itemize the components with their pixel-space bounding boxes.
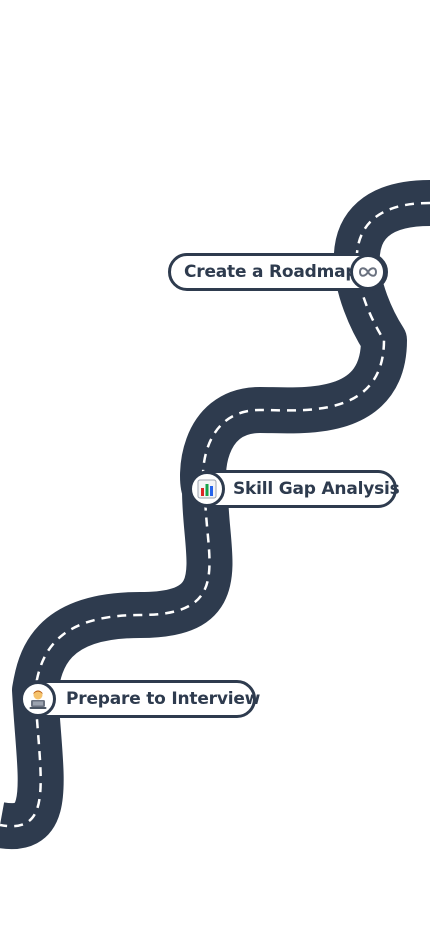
step-create-roadmap[interactable]: Create a Roadmap: [168, 253, 388, 291]
technologist-icon: [20, 681, 56, 717]
step-prepare-interview[interactable]: Prepare to Interview: [20, 680, 260, 718]
bar-chart-icon: [189, 471, 225, 507]
step-label: Create a Roadmap: [184, 262, 358, 282]
step-label: Skill Gap Analysis: [233, 479, 400, 499]
road-surface: [0, 180, 430, 850]
step-label: Prepare to Interview: [66, 689, 261, 709]
infinity-icon: [350, 254, 386, 290]
